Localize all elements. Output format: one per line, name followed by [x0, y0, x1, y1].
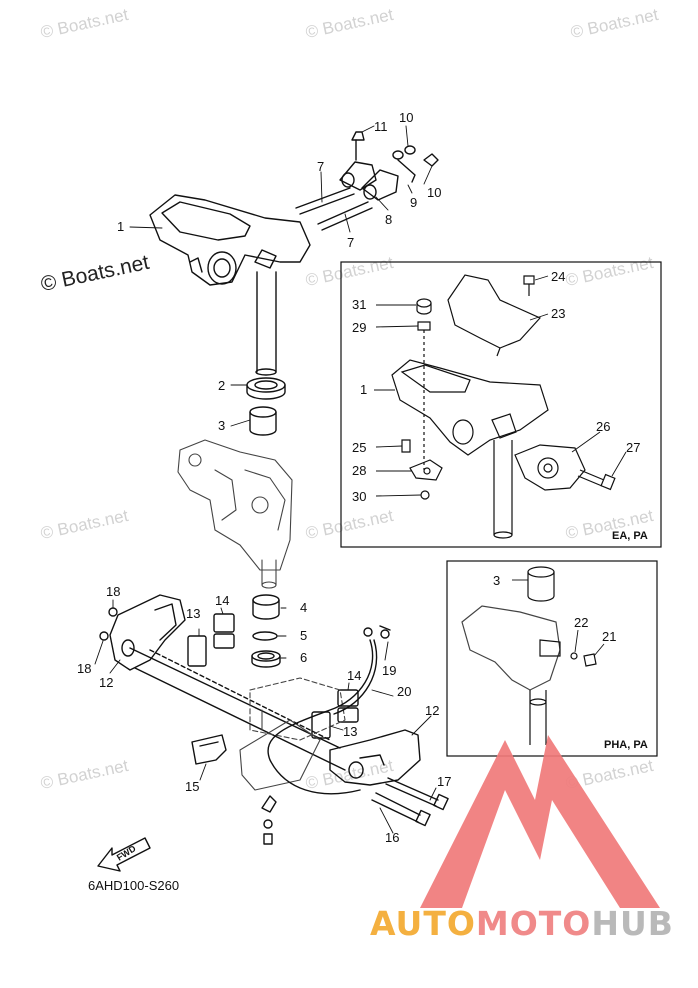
callout-3: 3	[218, 418, 226, 433]
callout-1: 1	[117, 219, 125, 234]
callout-9: 9	[410, 195, 418, 210]
callout-15: 15	[185, 779, 200, 794]
callout-13b: 13	[343, 724, 358, 739]
ground-cable	[267, 627, 378, 795]
callout-7: 7	[317, 159, 325, 174]
inset-ea-pa	[340, 261, 662, 548]
inset-pha-label: PHA, PA	[604, 739, 648, 751]
inset-callout-28: 28	[352, 463, 367, 478]
callout-12: 12	[99, 675, 114, 690]
callout-11: 11	[374, 119, 388, 134]
callout-8: 8	[385, 212, 393, 227]
inset-callout-3: 3	[493, 573, 501, 588]
callout-20: 20	[397, 684, 412, 699]
diagram-code: 6AHD100-S260	[88, 878, 180, 893]
callout-12b: 12	[425, 703, 440, 718]
inset-callout-1: 1	[360, 382, 368, 397]
inset-callout-21: 21	[602, 629, 617, 644]
callout-7b: 7	[347, 235, 355, 250]
callout-2: 2	[218, 378, 226, 393]
inset-callout-26: 26	[596, 419, 611, 434]
clamp-bracket-left	[109, 594, 186, 671]
leader-lines	[94, 125, 437, 834]
callout-16: 16	[385, 830, 400, 845]
callout-14b: 14	[347, 668, 362, 683]
tilt-tube	[129, 647, 346, 771]
inset-callout-23: 23	[551, 306, 566, 321]
brand-part-auto: AUTO	[370, 904, 476, 943]
inset-callout-24: 24	[551, 269, 566, 284]
bushing-part	[249, 406, 277, 436]
callout-19: 19	[382, 663, 397, 678]
inset-callout-22: 22	[574, 615, 589, 630]
stud-bolt	[295, 187, 373, 231]
inset-callout-31: 31	[352, 297, 367, 312]
anode-plate	[191, 734, 227, 765]
callout-10b: 10	[427, 185, 442, 200]
inset-callout-25: 25	[352, 440, 367, 455]
callout-14: 14	[215, 593, 230, 608]
callout-13: 13	[186, 606, 201, 621]
callout-6: 6	[300, 650, 308, 665]
inset-ea-label: EA, PA	[612, 530, 648, 542]
grease-nipple	[261, 795, 277, 845]
callout-4: 4	[300, 600, 308, 615]
brand-part-moto: MOTO	[475, 904, 592, 943]
forward-arrow-icon	[97, 837, 151, 872]
callout-5: 5	[300, 628, 308, 643]
callout-18: 18	[106, 584, 121, 599]
swivel-bracket-body	[177, 439, 293, 589]
lower-bushing-set	[251, 594, 281, 668]
stern-bracket	[239, 677, 346, 791]
rubber-mount	[187, 613, 235, 667]
bushing-part	[246, 377, 286, 400]
brand-part-hub: HUB	[591, 904, 674, 943]
inset-callout-30: 30	[352, 489, 367, 504]
brand-wordmark: AUTOMOTOHUB	[370, 904, 674, 943]
callout-10: 10	[399, 110, 414, 125]
swivel-bracket-part	[149, 194, 311, 286]
small-bolts	[99, 607, 391, 641]
tilt-bolt	[371, 777, 449, 827]
inset-callout-27: 27	[626, 440, 641, 455]
callout-17: 17	[437, 774, 452, 789]
steering-shaft	[255, 271, 277, 376]
automotohub-logo-icon	[420, 735, 660, 908]
inset-pha-pa	[446, 560, 658, 757]
callout-18b: 18	[77, 661, 92, 676]
steering-friction-hardware	[339, 131, 439, 201]
inset-callout-29: 29	[352, 320, 367, 335]
clamp-bracket-right	[329, 729, 421, 786]
